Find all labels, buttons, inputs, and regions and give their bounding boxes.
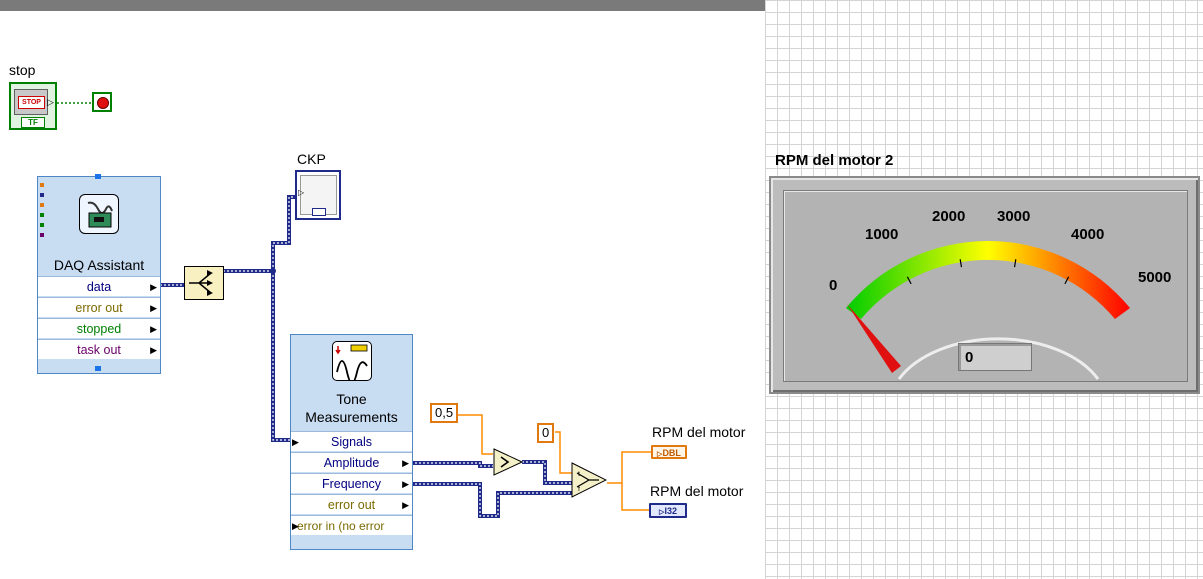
svg-text:f: f [578, 486, 580, 493]
window-top-bar [0, 0, 765, 11]
rpm-dbl-label: RPM del motor [652, 424, 746, 440]
daq-title: DAQ Assistant [53, 257, 145, 273]
select-icon: t f [571, 462, 608, 498]
stop-button-face: STOP [14, 89, 48, 115]
tone-terminal-error-in[interactable]: ▶error in (no error [291, 515, 412, 535]
gauge-scale-1000: 1000 [865, 226, 899, 243]
gauge-tick [906, 276, 912, 285]
merge-signals-node[interactable] [184, 266, 224, 300]
gauge-svg [846, 241, 1130, 380]
ckp-label: CKP [297, 151, 326, 167]
stop-sign-icon [97, 97, 109, 109]
tone-terminal-error-out[interactable]: error out▶ [291, 494, 412, 514]
gauge-scale-0: 0 [829, 277, 838, 294]
wire-out [607, 451, 651, 484]
gauge-frame[interactable]: 0 1000 2000 3000 4000 5000 0 [769, 176, 1200, 394]
tone-title: Tone Measurements [305, 391, 398, 425]
stop-button-terminal[interactable]: STOP ▷ TF [9, 82, 57, 130]
tone-terminal-amplitude[interactable]: Amplitude▶ [291, 452, 412, 472]
rpm-i32-label: RPM del motor [650, 483, 744, 499]
gauge-digital-display[interactable]: 0 [958, 343, 1032, 371]
dynamic-type-icon [312, 208, 326, 216]
gauge-title: RPM del motor 2 [775, 152, 894, 169]
daq-terminal-error-out[interactable]: error out▶ [38, 297, 160, 317]
gauge-tick [1064, 276, 1070, 285]
daq-assistant-node[interactable]: DAQ Assistant data▶ error out▶ stopped▶ … [37, 174, 161, 374]
terminal-arrow-icon: ▷ [47, 97, 54, 107]
ckp-graph-terminal[interactable]: ▷ [295, 170, 341, 220]
tone-measurements-node[interactable]: Tone Measurements ▶Signals Amplitude▶ Fr… [290, 334, 413, 550]
greater-than-node[interactable] [493, 448, 524, 476]
gauge-needle [847, 304, 901, 373]
loop-stop-terminal [92, 92, 112, 112]
gauge-scale-5000: 5000 [1138, 269, 1172, 286]
tone-terminal-signals[interactable]: ▶Signals [291, 431, 412, 451]
rpm-i32-indicator[interactable]: ▷I32 [649, 503, 687, 518]
select-node[interactable]: t f [571, 462, 608, 498]
wire-amplitude [411, 461, 493, 468]
wire-layer [57, 102, 651, 518]
gauge-scale-2000: 2000 [932, 208, 966, 225]
merge-signals-icon [189, 270, 213, 296]
daq-terminal-task-out[interactable]: task out▶ [38, 339, 160, 359]
terminal-arrow-icon: ▷ [298, 188, 305, 197]
gauge-scale-4000: 4000 [1071, 226, 1105, 243]
constant-threshold[interactable]: 0,5 [430, 403, 459, 423]
svg-text:t: t [578, 471, 580, 478]
gauge-ticks [906, 259, 1070, 285]
gauge-scale-3000: 3000 [997, 208, 1031, 225]
wire-const1 [457, 414, 493, 455]
daq-terminal-stopped[interactable]: stopped▶ [38, 318, 160, 338]
gauge-tick [1013, 259, 1017, 268]
wire-to-tone [271, 271, 291, 442]
wire-frequency [411, 482, 572, 518]
constant-zero[interactable]: 0 [537, 423, 555, 443]
stop-button-text: STOP [18, 96, 45, 109]
wire-const2 [555, 431, 572, 474]
wire-to-ckp [271, 195, 296, 271]
stop-type: TF [21, 117, 45, 128]
gauge-tick [959, 259, 963, 268]
connector-bottom [95, 366, 101, 371]
daq-terminal-data[interactable]: data▶ [38, 276, 160, 296]
rpm-dbl-indicator[interactable]: ▷DBL [651, 445, 687, 459]
greater-than-icon [493, 448, 524, 476]
tone-icon [332, 341, 372, 384]
stop-label: stop [9, 62, 36, 78]
connector-top [95, 174, 101, 179]
daq-input-ticks [40, 183, 46, 249]
gauge-face: 0 1000 2000 3000 4000 5000 0 [783, 190, 1188, 382]
wire-out2 [621, 483, 651, 511]
daq-icon [79, 194, 119, 234]
tone-terminal-frequency[interactable]: Frequency▶ [291, 473, 412, 493]
